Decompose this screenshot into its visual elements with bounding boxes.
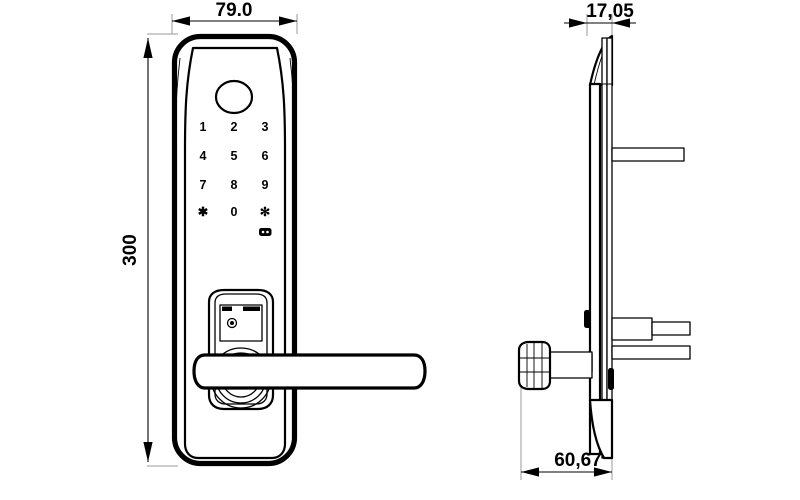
lower-spindle-bar [611,345,691,360]
thickness-dimension-label: 17,05 [586,1,634,22]
keypad-key-asterisk[interactable]: ✱ [198,205,209,219]
height-arrow-top [143,38,153,58]
height-dimension-label: 300 [120,234,141,266]
front-panel-inner-face [183,46,287,460]
side-profile-front-slab [588,82,602,456]
keyhole-cover[interactable] [219,304,263,342]
side-body-nub-upper [584,310,591,328]
front-view: 1 2 3 4 5 6 7 8 9 ✱ 0 ✻ [171,33,427,467]
side-profile-outer-rail [606,37,613,459]
escutcheon-plate [207,288,275,411]
keypad-key-8[interactable]: 8 [231,178,238,192]
keypad-key-4[interactable]: 4 [200,149,207,163]
depth-arrow-right [594,467,612,477]
upper-spindle-bar [611,147,685,162]
keypad-key-0[interactable]: 0 [231,205,238,219]
thickness-arrow-right [612,18,630,28]
height-arrow-bottom [143,442,153,462]
lever-handle[interactable] [192,353,427,390]
shell-bevel-left [174,57,181,153]
lever-handle-end[interactable] [517,340,552,391]
width-dimension-label: 79.0 [216,0,253,21]
width-arrow-left [172,16,190,26]
fingerprint-sensor-circle[interactable] [214,79,254,115]
card-reader-icon [259,228,272,236]
side-profile-bottom-taper [588,398,614,460]
keyhole-cover-pivot-dot [230,321,234,325]
width-arrow-right [279,16,297,26]
keypad-key-7[interactable]: 7 [200,178,207,192]
spindle-block-extension [651,321,691,336]
side-profile-inner-rail [601,37,608,459]
shell-bevel-right [289,57,296,153]
keyhole-cover-slot-gap [232,306,243,311]
keypad-key-5[interactable]: 5 [231,149,238,163]
keypad-key-1[interactable]: 1 [200,120,207,134]
front-view-dimension-lines [143,14,298,467]
thickness-arrow-left [569,18,587,28]
keypad-panel[interactable]: 1 2 3 4 5 6 7 8 9 ✱ 0 ✻ [198,120,272,236]
lever-handle-end-body [517,340,552,391]
keypad-key-6[interactable]: 6 [262,149,269,163]
keypad-key-3[interactable]: 3 [262,120,269,134]
keypad-key-9[interactable]: 9 [262,178,269,192]
depth-dimension-label: 60,67 [554,450,602,471]
depth-arrow-left [521,467,539,477]
keypad-key-2[interactable]: 2 [231,120,238,134]
spindle-block [611,317,653,341]
side-body-nub-inner [608,368,614,390]
side-view [517,34,691,460]
keypad-key-hash[interactable]: ✻ [260,205,271,219]
